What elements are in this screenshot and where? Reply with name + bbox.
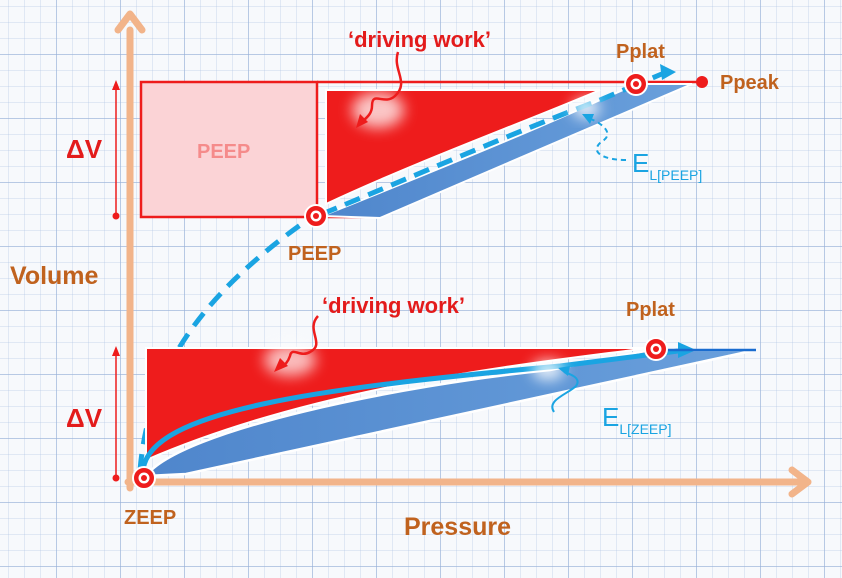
squiggle-pointer [361, 51, 403, 123]
pressure-axis-arrowhead [788, 466, 812, 498]
delta-v-label-bottom: ΔV [66, 403, 103, 433]
pplat-top-marker [624, 72, 648, 96]
bracket-endpoint [112, 474, 120, 482]
el-zeep-main: E [602, 402, 619, 432]
pplat-label-bottom: Pplat [626, 299, 675, 321]
peep-loop [139, 51, 700, 220]
marker-center [633, 81, 639, 87]
marker-center [313, 213, 319, 219]
glow-highlight [572, 98, 600, 118]
peep-box [139, 80, 319, 219]
squiggle-pointer [279, 315, 320, 370]
driving-work-label-bottom: ‘driving work’ [322, 293, 465, 318]
squiggle-arrowhead [356, 114, 368, 128]
delta-v-label-top: ΔV [66, 134, 103, 164]
pplat-bottom-marker [644, 337, 668, 361]
el-peep-label: EL[PEEP] [632, 148, 702, 183]
marker-center [653, 346, 659, 352]
el-zeep-label: EL[ZEEP] [602, 402, 671, 437]
peep-marker [304, 204, 328, 228]
squiggle-arrowhead [274, 358, 288, 372]
ppeak-marker [696, 76, 708, 88]
bracket-arrowhead [112, 346, 120, 356]
pressure-axis-label: Pressure [404, 513, 511, 541]
zeep-marker [132, 466, 156, 490]
zeep-loop [140, 315, 757, 478]
bracket-endpoint [112, 212, 120, 220]
pplat-label-top: Pplat [616, 41, 665, 63]
el-zeep-pointer [551, 371, 579, 413]
axes [114, 10, 812, 498]
delta-v-bracket-top [112, 80, 120, 220]
el-peep-subscript: L[PEEP] [649, 167, 702, 183]
peep-box-label: PEEP [197, 141, 250, 163]
bracket-arrowhead [112, 80, 120, 90]
zeep-label: ZEEP [124, 507, 176, 529]
ppeak-label: Ppeak [720, 72, 780, 94]
glow-highlight [264, 344, 316, 376]
el-zeep-subscript: L[ZEEP] [619, 421, 671, 437]
volume-axis-arrowhead [114, 10, 146, 34]
marker-center [141, 475, 147, 481]
el-peep-pointer [587, 117, 627, 161]
delta-v-bracket-bottom [112, 346, 120, 482]
volume-axis-label: Volume [10, 262, 99, 290]
peep-point-label: PEEP [288, 243, 341, 265]
el-peep-main: E [632, 148, 649, 178]
el-peep-arrowhead [582, 114, 594, 124]
el-zeep-arrowhead [558, 366, 570, 376]
elastance-arrowhead-peep [660, 64, 676, 80]
glow-highlight [532, 360, 564, 380]
elastance-line-zeep [140, 348, 679, 471]
driving-work-label-top: ‘driving work’ [348, 27, 491, 52]
